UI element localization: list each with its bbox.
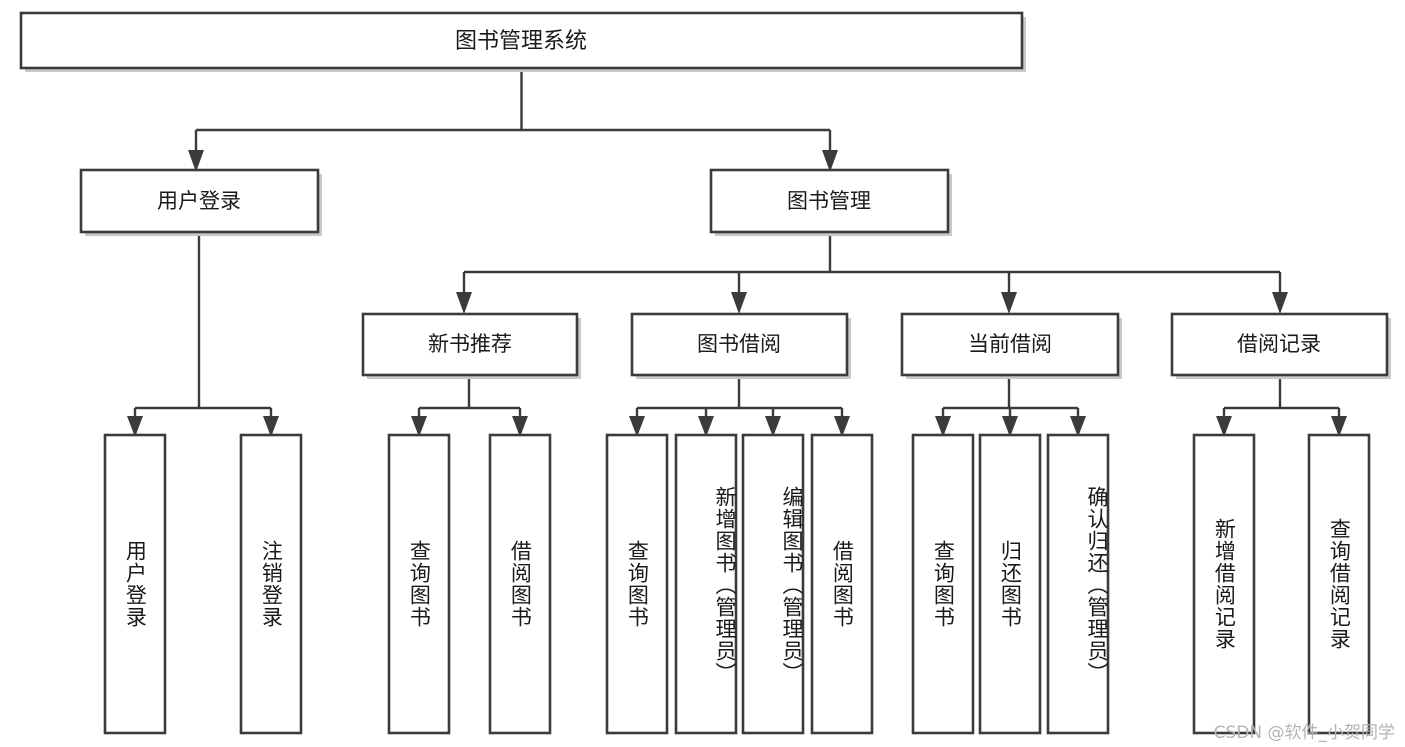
arrow-icon-leaf-query-book-3 xyxy=(935,416,951,437)
node-leaf-borrow-book-1[interactable] xyxy=(488,433,552,735)
arrow-icon-leaf-user-login xyxy=(127,416,143,437)
arrow-icon-leaf-confirm-return xyxy=(1070,416,1086,437)
node-book-borrow[interactable] xyxy=(630,312,849,377)
node-borrow-record-label: 借阅记录 xyxy=(1237,332,1321,356)
node-new-book-rec-label: 新书推荐 xyxy=(428,332,512,356)
arrow-icon-leaf-borrow-book-1 xyxy=(512,416,528,437)
node-current-borrow-label: 当前借阅 xyxy=(968,332,1052,356)
node-book-borrow-label: 图书借阅 xyxy=(697,332,781,356)
node-current-borrow[interactable] xyxy=(900,312,1120,377)
node-leaf-borrow-book-2[interactable] xyxy=(810,433,874,735)
node-leaf-add-book[interactable] xyxy=(674,433,738,735)
node-leaf-logout[interactable] xyxy=(239,433,303,735)
arrow-icon-book-borrow xyxy=(731,292,747,314)
arrow-icon-leaf-query-book-2 xyxy=(629,416,645,437)
csdn-watermark: CSDN @软件_小贺同学 xyxy=(1213,723,1395,743)
arrow-icon-leaf-query-book-1 xyxy=(411,416,427,437)
node-leaf-user-login[interactable] xyxy=(103,433,167,735)
arrow-icon-current-borrow xyxy=(1001,292,1017,314)
node-leaf-query-book-2[interactable] xyxy=(605,433,669,735)
arrow-icon-to-user-login xyxy=(188,150,204,172)
node-new-book-rec[interactable] xyxy=(361,312,579,377)
arrow-icon-borrow-record xyxy=(1272,292,1288,314)
arrow-icon-leaf-edit-book xyxy=(765,416,781,437)
node-leaf-query-book-3[interactable] xyxy=(911,433,975,735)
node-user-login-label: 用户登录 xyxy=(157,189,241,213)
node-root[interactable] xyxy=(19,11,1024,70)
node-root-label: 图书管理系统 xyxy=(455,29,587,54)
node-leaf-query-book-1[interactable] xyxy=(387,433,451,735)
node-leaf-return-book[interactable] xyxy=(978,433,1042,735)
node-leaf-edit-book[interactable] xyxy=(741,433,805,735)
node-book-manage[interactable] xyxy=(709,168,950,234)
arrow-icon-leaf-add-book xyxy=(698,416,714,437)
node-user-login[interactable] xyxy=(79,168,320,234)
node-leaf-add-record[interactable] xyxy=(1192,433,1256,735)
arrow-heads xyxy=(127,150,1347,437)
arrow-icon-leaf-query-record xyxy=(1331,416,1347,437)
arrow-icon-to-book-manage xyxy=(822,150,838,172)
arrow-icon-leaf-borrow-book-2 xyxy=(834,416,850,437)
arrow-icon-leaf-return-book xyxy=(1002,416,1018,437)
node-leaf-query-record[interactable] xyxy=(1307,433,1371,735)
node-book-manage-label: 图书管理 xyxy=(787,189,871,213)
arrow-icon-new-book-rec xyxy=(456,292,472,314)
node-borrow-record[interactable] xyxy=(1170,312,1389,377)
node-leaf-confirm-return[interactable] xyxy=(1046,433,1110,735)
arrow-icon-leaf-add-record xyxy=(1216,416,1232,437)
arrow-icon-leaf-logout xyxy=(263,416,279,437)
